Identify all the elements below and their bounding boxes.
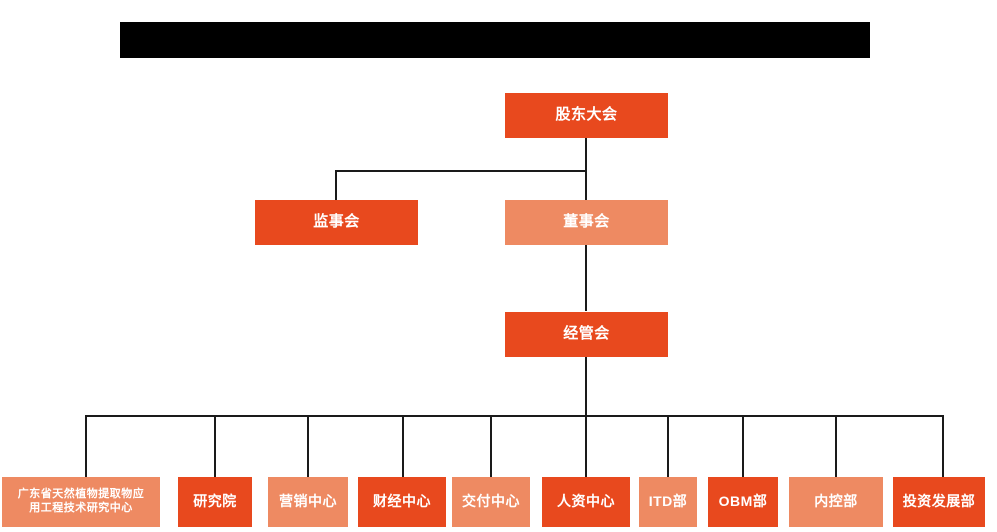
node-obm-dept[interactable]: OBM部 bbox=[708, 477, 778, 527]
node-itd-dept[interactable]: ITD部 bbox=[639, 477, 697, 527]
node-marketing-center-label: 营销中心 bbox=[279, 493, 337, 510]
connector-drop-finance-center bbox=[402, 415, 404, 477]
node-research-institute-label: 研究院 bbox=[193, 493, 237, 510]
node-gd-center-label: 广东省天然植物提取物应 用工程技术研究中心 bbox=[2, 488, 160, 516]
node-marketing-center[interactable]: 营销中心 bbox=[268, 477, 348, 527]
connector-drop-internal-control-dept bbox=[835, 415, 837, 477]
node-supervisors-label: 监事会 bbox=[313, 213, 360, 231]
node-gd-center-label-line2: 用工程技术研究中心 bbox=[29, 502, 133, 514]
node-hr-center[interactable]: 人资中心 bbox=[542, 477, 630, 527]
connector-drop-obm-dept bbox=[742, 415, 744, 477]
connector-drop-itd-dept bbox=[667, 415, 669, 477]
connector-drop-supervisors bbox=[335, 170, 337, 201]
connector-directors-management bbox=[585, 242, 587, 311]
node-research-institute[interactable]: 研究院 bbox=[178, 477, 252, 527]
connector-drop-marketing-center bbox=[307, 415, 309, 477]
node-gd-center-label-line1: 广东省天然植物提取物应 bbox=[17, 488, 145, 501]
node-obm-dept-label: OBM部 bbox=[718, 493, 768, 510]
node-shareholders-label: 股东大会 bbox=[555, 106, 618, 124]
redacted-title-bar bbox=[120, 22, 870, 58]
connector-drop-research-institute bbox=[214, 415, 216, 477]
connector-drop-investment-dev-dept bbox=[942, 415, 944, 477]
node-delivery-center-label: 交付中心 bbox=[462, 493, 520, 510]
node-investment-dev-dept-label: 投资发展部 bbox=[902, 493, 976, 510]
node-directors-label: 董事会 bbox=[563, 213, 610, 231]
node-shareholders[interactable]: 股东大会 bbox=[505, 93, 668, 138]
node-directors[interactable]: 董事会 bbox=[505, 200, 668, 245]
node-delivery-center[interactable]: 交付中心 bbox=[452, 477, 530, 527]
connector-management-down bbox=[585, 357, 587, 416]
connector-drop-gd-center bbox=[85, 415, 87, 477]
node-hr-center-label: 人资中心 bbox=[557, 493, 615, 510]
node-management[interactable]: 经管会 bbox=[505, 312, 668, 357]
node-investment-dev-dept[interactable]: 投资发展部 bbox=[893, 477, 985, 527]
connector-drop-delivery-center bbox=[490, 415, 492, 477]
node-internal-control-dept-label: 内控部 bbox=[814, 493, 858, 510]
connector-level1-bus bbox=[335, 170, 587, 172]
connector-shareholders-down bbox=[585, 138, 587, 171]
node-management-label: 经管会 bbox=[563, 325, 610, 343]
connector-department-bus bbox=[85, 415, 944, 417]
node-gd-center[interactable]: 广东省天然植物提取物应 用工程技术研究中心 bbox=[2, 477, 160, 527]
connector-drop-hr-center bbox=[585, 415, 587, 477]
node-finance-center[interactable]: 财经中心 bbox=[358, 477, 446, 527]
node-supervisors[interactable]: 监事会 bbox=[255, 200, 418, 245]
node-finance-center-label: 财经中心 bbox=[373, 493, 431, 510]
node-internal-control-dept[interactable]: 内控部 bbox=[789, 477, 883, 527]
connector-drop-directors bbox=[585, 170, 587, 201]
node-itd-dept-label: ITD部 bbox=[648, 493, 688, 510]
